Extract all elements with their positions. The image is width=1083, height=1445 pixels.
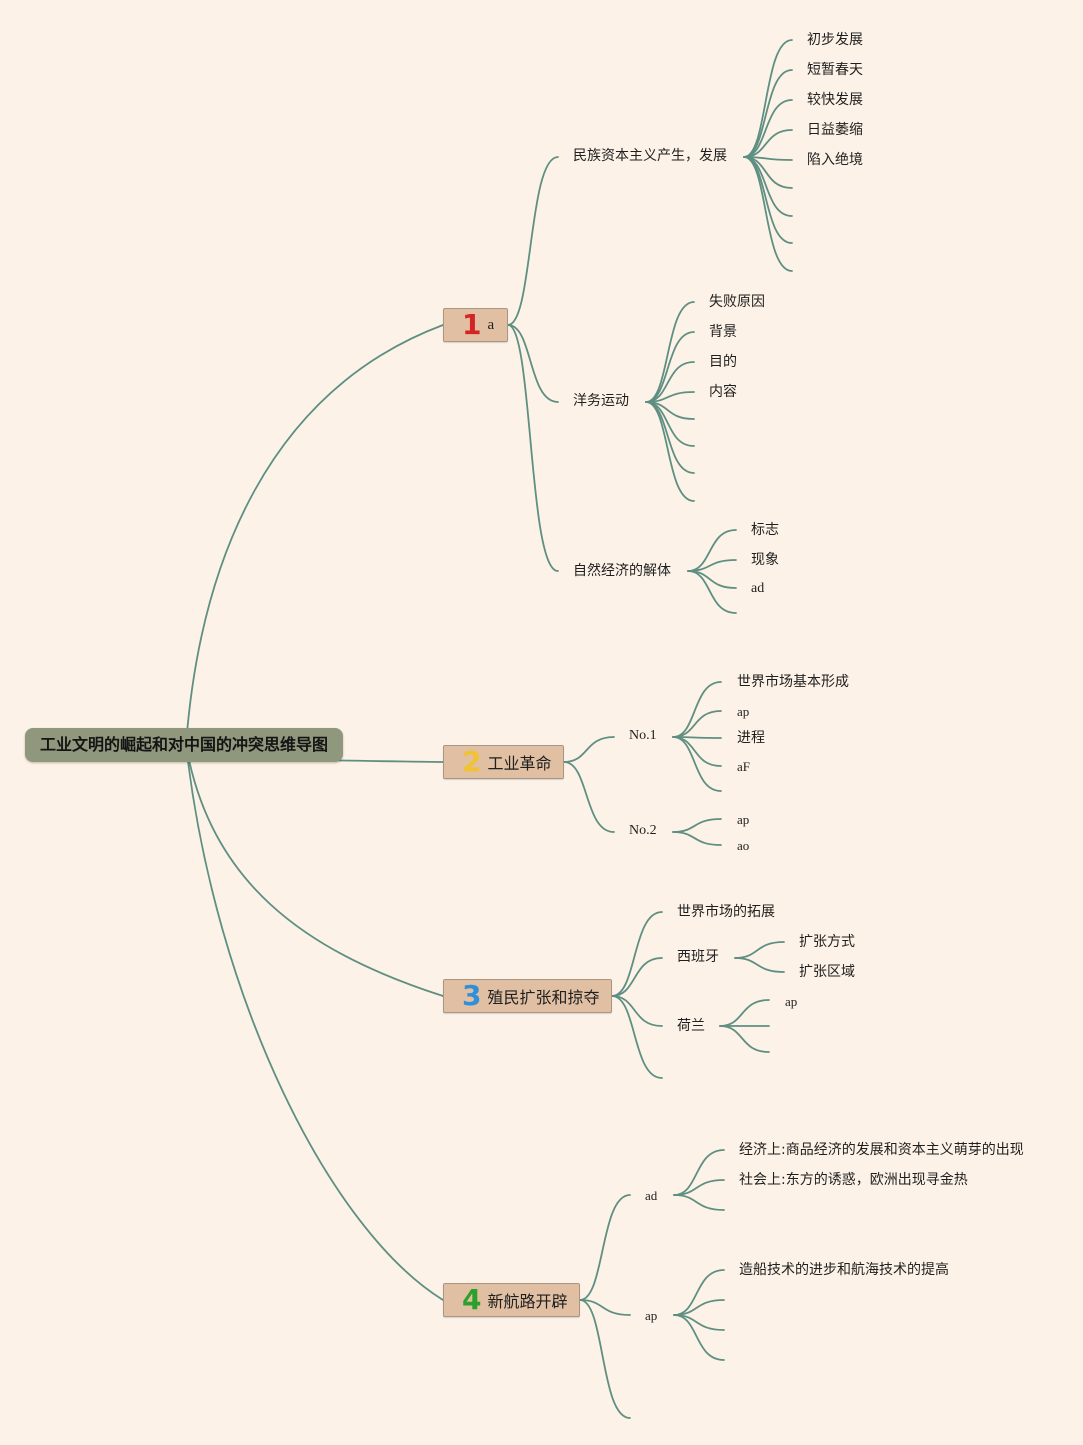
leaf-desperate[interactable]: 陷入绝境: [807, 152, 863, 168]
sub-1-2-link: [645, 301, 695, 403]
sub-1-1-link: [743, 69, 793, 158]
root-branch-link: [185, 744, 444, 1301]
root-branch-link: [185, 744, 444, 997]
sub-3-3-link: [719, 1025, 770, 1053]
root-node-title[interactable]: 工业文明的崛起和对中国的冲突思维导图: [25, 728, 343, 762]
sub-2-1-link: [672, 736, 722, 792]
branch-4-number-icon: 4: [462, 1283, 482, 1316]
sub-2-1-link: [672, 681, 722, 738]
leaf-ap-3[interactable]: ap: [785, 994, 798, 1009]
leaf-ap-2[interactable]: ap: [737, 812, 750, 827]
branch-2-link: [563, 761, 615, 833]
sub-3-2-link: [734, 957, 785, 973]
node-ad[interactable]: ad: [645, 1188, 658, 1203]
sub-4-2-link: [673, 1314, 725, 1361]
sub-3-3-link: [719, 999, 770, 1027]
branch-2-node[interactable]: 2 工业革命: [443, 745, 564, 779]
sub-1-3-link: [687, 570, 737, 614]
leaf-faster-development[interactable]: 较快发展: [807, 92, 863, 108]
node-world-market-expansion[interactable]: 世界市场的拓展: [677, 904, 775, 920]
sub-4-2-link: [673, 1269, 725, 1316]
branch-1-node[interactable]: 1 a: [443, 308, 508, 342]
branch-4-link: [579, 1299, 631, 1419]
sub-3-2-link: [734, 941, 785, 959]
leaf-world-market-formed[interactable]: 世界市场基本形成: [737, 674, 849, 690]
leaf-content[interactable]: 内容: [709, 384, 737, 400]
node-ap[interactable]: ap: [645, 1308, 658, 1323]
sub-1-1-link: [743, 99, 793, 158]
branch-3-link: [611, 995, 663, 1079]
sub-1-2-link: [645, 331, 695, 403]
branch-4-link: [579, 1299, 631, 1316]
leaf-failure-reasons[interactable]: 失败原因: [709, 294, 765, 310]
leaf-phenomenon[interactable]: 现象: [751, 552, 779, 568]
leaf-background[interactable]: 背景: [709, 324, 737, 340]
branch-3-number-icon: 3: [462, 979, 482, 1012]
leaf-social-reason[interactable]: 社会上:东方的诱惑，欧洲出现寻金热: [739, 1172, 968, 1188]
leaf-ad[interactable]: ad: [751, 581, 765, 596]
leaf-ao[interactable]: ao: [737, 838, 750, 853]
branch-2-link: [563, 736, 615, 763]
sub-1-2-link: [645, 401, 695, 447]
branch-2-number-icon: 2: [462, 745, 482, 778]
node-national-capitalism[interactable]: 民族资本主义产生，发展: [573, 148, 727, 164]
node-westernization-movement[interactable]: 洋务运动: [573, 393, 629, 409]
branch-4-label: 新航路开辟: [487, 1292, 568, 1311]
sub-2-2-link: [672, 818, 722, 833]
branch-3-label: 殖民扩张和掠夺: [487, 988, 600, 1007]
node-no1[interactable]: No.1: [629, 728, 657, 743]
node-no2[interactable]: No.2: [629, 823, 657, 838]
branch-3-link: [611, 911, 663, 997]
branch-4-node[interactable]: 4 新航路开辟: [443, 1283, 580, 1317]
leaf-af[interactable]: aF: [737, 759, 750, 774]
leaf-brief-spring[interactable]: 短暂春天: [807, 62, 863, 78]
branch-1-link: [507, 156, 559, 326]
root-branch-link: [185, 324, 444, 746]
sub-1-2-link: [645, 401, 695, 502]
leaf-expansion-region[interactable]: 扩张区域: [799, 964, 855, 980]
branch-3-link: [611, 957, 663, 997]
sub-2-2-link: [672, 831, 722, 846]
sub-1-1-link: [743, 156, 793, 244]
sub-4-1-link: [673, 1149, 725, 1196]
leaf-shipbuilding-tech[interactable]: 造船技术的进步和航海技术的提高: [739, 1262, 949, 1278]
branch-1-link: [507, 324, 559, 403]
leaf-initial-development[interactable]: 初步发展: [807, 32, 863, 48]
leaf-purpose[interactable]: 目的: [709, 354, 737, 370]
sub-1-1-link: [743, 39, 793, 158]
branch-2-label: 工业革命: [487, 754, 552, 773]
node-netherlands[interactable]: 荷兰: [677, 1018, 705, 1034]
branch-3-node[interactable]: 3 殖民扩张和掠夺: [443, 979, 612, 1013]
leaf-ap[interactable]: ap: [737, 704, 750, 719]
sub-1-1-link: [743, 156, 793, 272]
branch-1-label: a: [487, 316, 495, 333]
sub-2-1-link: [672, 710, 722, 738]
branch-3-link: [611, 995, 663, 1027]
leaf-process[interactable]: 进程: [737, 730, 765, 746]
leaf-sign[interactable]: 标志: [751, 522, 779, 538]
sub-2-1-link: [672, 736, 722, 767]
branch-1-number-icon: 1: [462, 308, 482, 341]
leaf-shrinking[interactable]: 日益萎缩: [807, 122, 863, 138]
branch-4-link: [579, 1194, 631, 1301]
sub-4-1-link: [673, 1194, 725, 1211]
node-spain[interactable]: 西班牙: [677, 949, 719, 965]
node-natural-economy-disintegration[interactable]: 自然经济的解体: [573, 563, 671, 579]
branch-1-link: [507, 324, 559, 572]
leaf-economic-reason[interactable]: 经济上:商品经济的发展和资本主义萌芽的出现: [739, 1142, 1024, 1158]
leaf-expansion-method[interactable]: 扩张方式: [799, 934, 855, 950]
